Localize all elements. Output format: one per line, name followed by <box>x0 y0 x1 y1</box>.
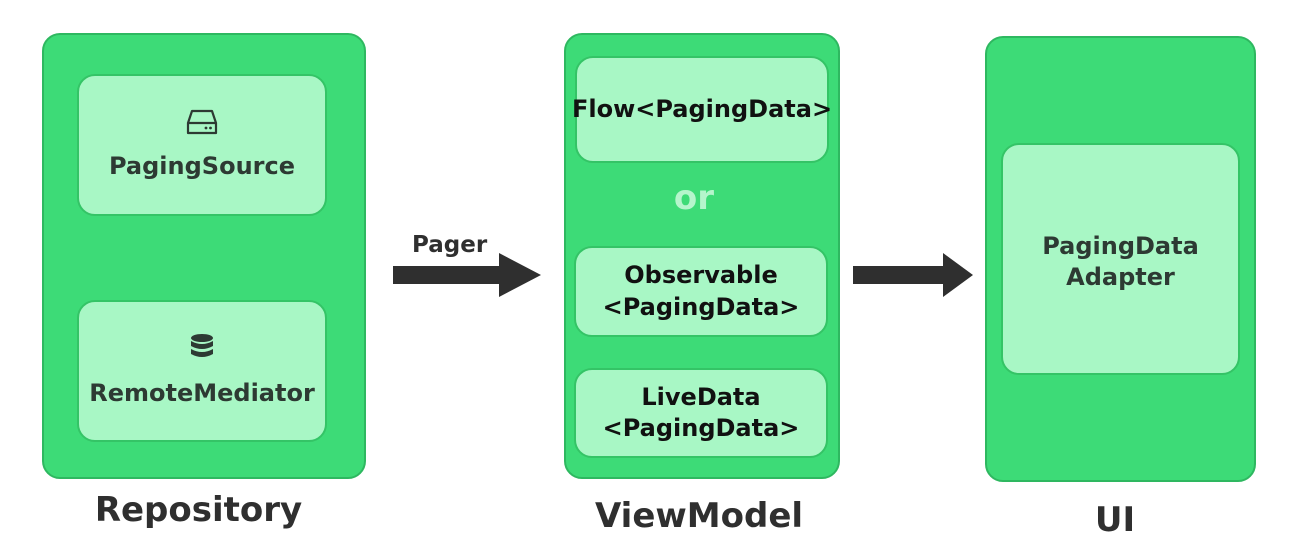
pager-arrow-label: Pager <box>412 232 488 258</box>
paging-source-label: PagingSource <box>108 151 295 180</box>
hard-drive-icon <box>186 108 218 144</box>
viewmodel-label: ViewModel <box>594 496 804 536</box>
adapter-line-1: PagingData <box>1042 232 1199 260</box>
ui-label: UI <box>1094 500 1136 540</box>
pager-arrow <box>393 253 541 297</box>
livedata-line-1: LiveData <box>641 382 761 411</box>
livedata-paging-data-box: LiveData <PagingData> <box>574 368 828 458</box>
observable-line-2: <PagingData> <box>602 292 800 321</box>
adapter-line-2: Adapter <box>1066 263 1175 292</box>
repository-label: Repository <box>94 490 303 530</box>
paging-source-box: PagingSource <box>77 74 327 216</box>
remote-mediator-label: RemoteMediator <box>89 378 315 407</box>
observable-paging-data-box: Observable <PagingData> <box>574 246 828 337</box>
paging-data-adapter-box: PagingData Adapter <box>1001 143 1240 375</box>
flow-paging-data-label: Flow<PagingData> <box>571 94 833 123</box>
viewmodel-to-ui-arrow <box>853 253 973 297</box>
or-separator: or <box>673 178 715 218</box>
database-icon <box>188 333 216 371</box>
remote-mediator-box: RemoteMediator <box>77 300 327 442</box>
observable-line-1: Observable <box>624 261 778 290</box>
flow-paging-data-box: Flow<PagingData> <box>571 56 833 163</box>
livedata-line-2: <PagingData> <box>602 414 800 442</box>
